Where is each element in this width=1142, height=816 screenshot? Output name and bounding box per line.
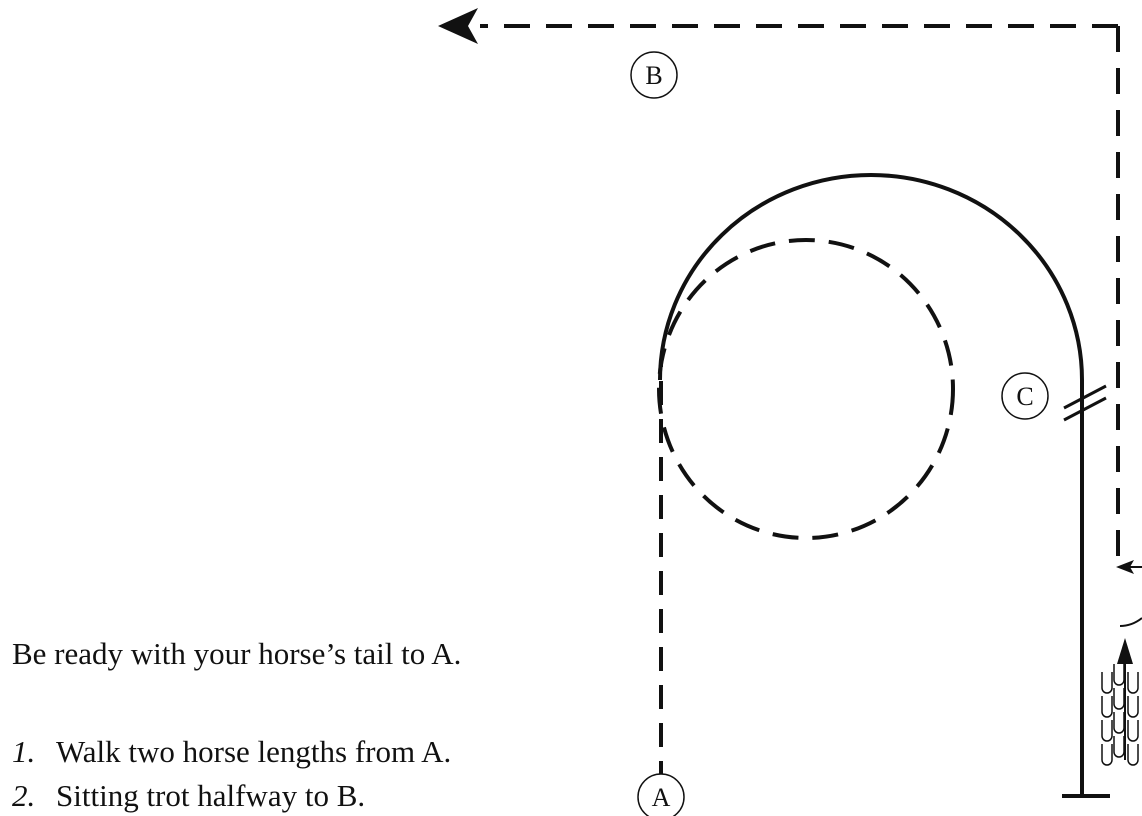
marker-a-label: A [652, 783, 671, 812]
marker-b-label: B [645, 61, 662, 90]
hoof-prints [1101, 638, 1139, 766]
walk-arrow-icon [1117, 638, 1133, 664]
marker-c-label: C [1016, 382, 1033, 411]
marker-a: A [637, 773, 685, 816]
step-2-text: Sitting trot halfway to B. [56, 778, 366, 813]
step-2-number: 2. [12, 778, 36, 813]
small-arrowhead-icon [1116, 560, 1134, 574]
solid-route [658, 173, 1110, 798]
return-arrow [1116, 560, 1142, 627]
step-1-text: Walk two horse lengths from A. [56, 734, 452, 769]
arrow-to-b-icon [438, 8, 478, 44]
marker-b: B [630, 51, 678, 99]
marker-c: C [1001, 372, 1049, 420]
step-1-number: 1. [12, 734, 36, 769]
transition-mark-1 [1063, 384, 1107, 410]
transition-mark-2 [1063, 396, 1107, 422]
step-2: 2. Sitting trot halfway to B. [12, 780, 365, 811]
intro-instruction: Be ready with your horse’s tail to A. [12, 636, 462, 671]
step-1: 1. Walk two horse lengths from A. [12, 736, 451, 767]
dashed-circle [657, 238, 955, 540]
path-to-b [438, 8, 1120, 570]
